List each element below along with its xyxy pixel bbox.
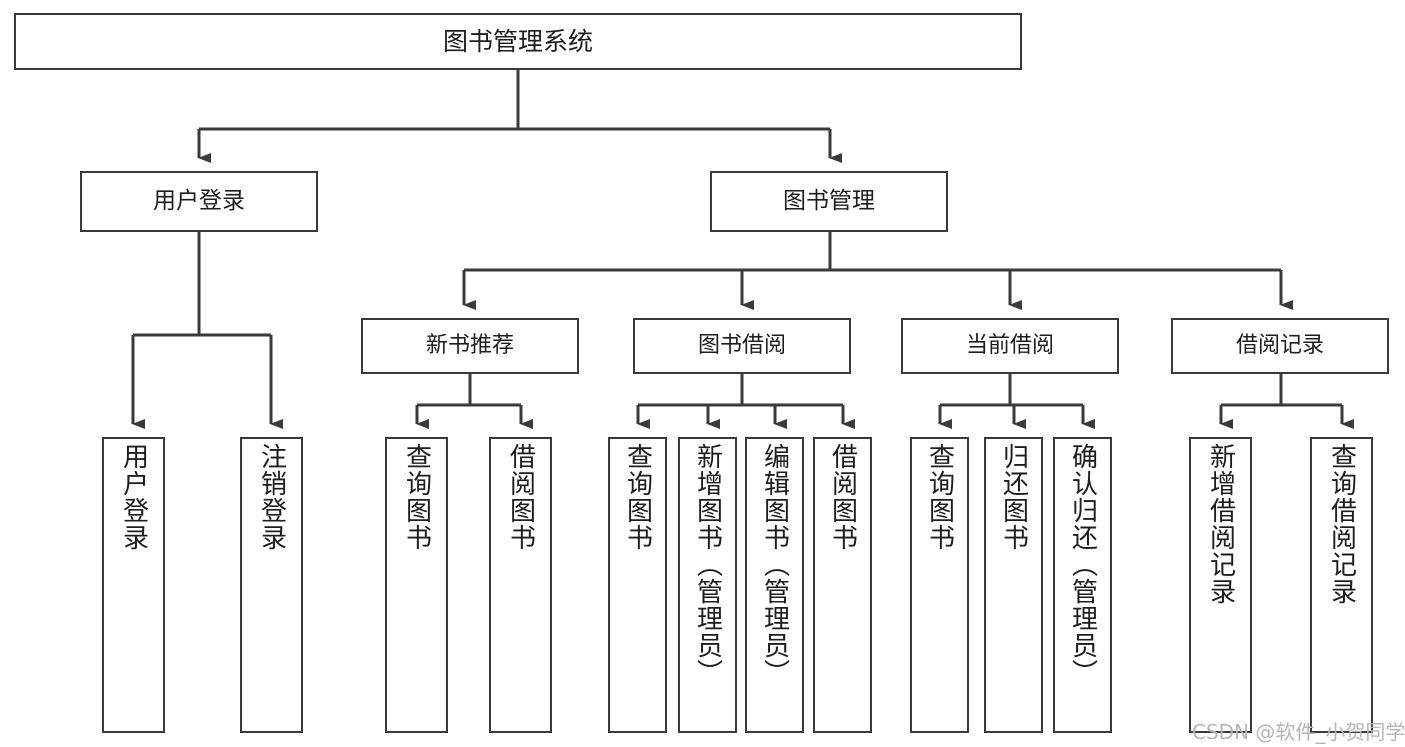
leaf-node[interactable]: 归还图书 <box>984 437 1043 733</box>
leaf-node[interactable]: 查询图书 <box>910 437 969 733</box>
leaf-node[interactable]: 编辑图书（管理员） <box>745 437 804 733</box>
csdn-watermark: CSDN @软件_小贺同学 <box>1192 720 1405 744</box>
leaf-node-label: 注销登录 <box>256 443 287 551</box>
node-book-management-label: 图书管理 <box>783 187 875 214</box>
node-book-management[interactable]: 图书管理 <box>710 171 948 232</box>
node-new-book-recommend[interactable]: 新书推荐 <box>361 318 579 374</box>
leaf-node-label: 查询图书 <box>401 443 432 551</box>
leaf-node-label: 编辑图书（管理员） <box>759 443 790 686</box>
leaf-node[interactable]: 新增借阅记录 <box>1189 437 1252 733</box>
leaf-node[interactable]: 查询图书 <box>608 437 667 733</box>
node-book-borrow[interactable]: 图书借阅 <box>633 318 851 374</box>
node-root[interactable]: 图书管理系统 <box>14 13 1022 70</box>
leaf-node[interactable]: 用户登录 <box>102 437 165 733</box>
node-new-book-recommend-label: 新书推荐 <box>425 333 514 359</box>
leaf-node[interactable]: 新增图书（管理员） <box>678 437 737 733</box>
leaf-node-label: 查询图书 <box>924 443 955 551</box>
leaf-node-label: 归还图书 <box>998 443 1029 551</box>
leaf-node[interactable]: 确认归还（管理员） <box>1053 437 1112 733</box>
leaf-node[interactable]: 借阅图书 <box>813 437 872 733</box>
leaf-node[interactable]: 查询图书 <box>385 437 448 733</box>
node-user-login[interactable]: 用户登录 <box>80 171 318 232</box>
leaf-node-label: 新增借阅记录 <box>1205 443 1236 605</box>
leaf-node-label: 用户登录 <box>118 443 149 551</box>
leaf-node-label: 借阅图书 <box>505 443 536 551</box>
node-current-borrow-label: 当前借阅 <box>965 333 1054 359</box>
leaf-node[interactable]: 注销登录 <box>240 437 303 733</box>
leaf-node-label: 确认归还（管理员） <box>1067 443 1098 686</box>
node-root-label: 图书管理系统 <box>442 26 593 56</box>
leaf-node[interactable]: 查询借阅记录 <box>1310 437 1373 733</box>
leaf-node[interactable]: 借阅图书 <box>489 437 552 733</box>
node-current-borrow[interactable]: 当前借阅 <box>901 318 1119 374</box>
leaf-node-label: 查询借阅记录 <box>1326 443 1357 605</box>
node-book-borrow-label: 图书借阅 <box>697 333 786 359</box>
node-borrow-record[interactable]: 借阅记录 <box>1171 318 1389 374</box>
leaf-node-label: 新增图书（管理员） <box>692 443 723 686</box>
leaf-node-label: 查询图书 <box>622 443 653 551</box>
node-borrow-record-label: 借阅记录 <box>1235 333 1324 359</box>
leaf-node-label: 借阅图书 <box>827 443 858 551</box>
node-user-login-label: 用户登录 <box>153 187 245 214</box>
